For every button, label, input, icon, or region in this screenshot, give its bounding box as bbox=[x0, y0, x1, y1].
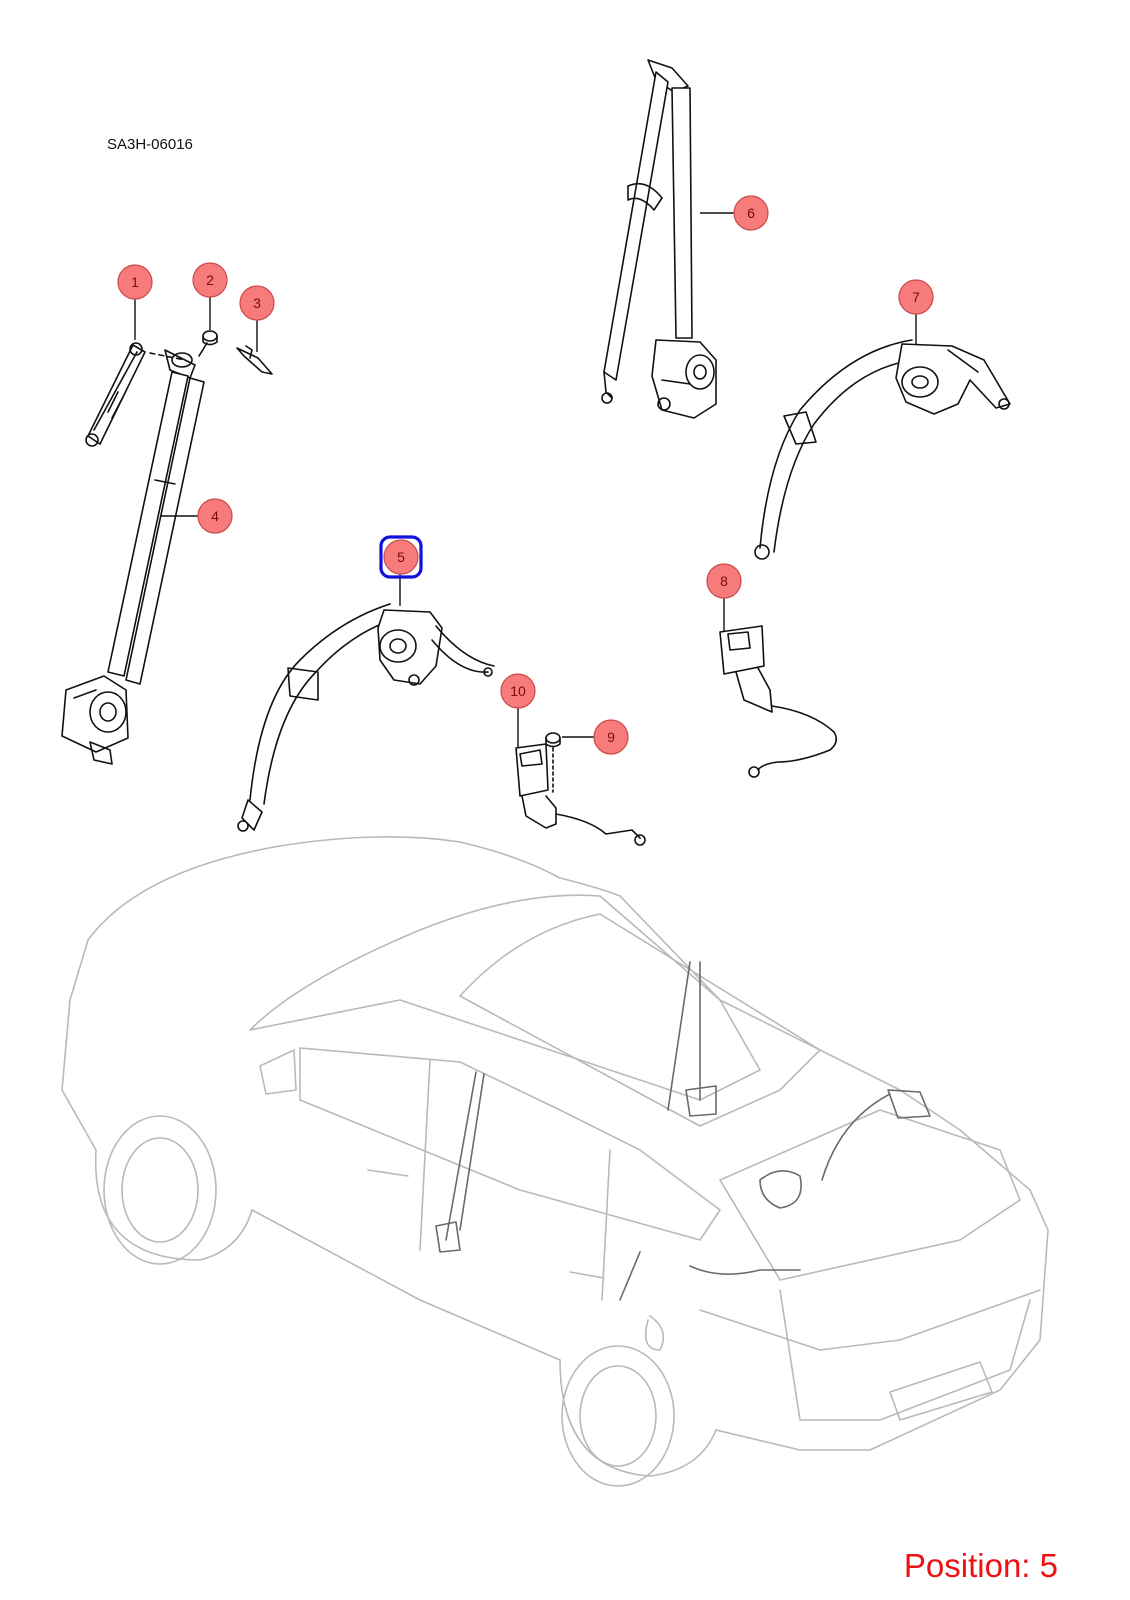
callout-10-number: 10 bbox=[510, 683, 526, 699]
callout-8-number: 8 bbox=[720, 573, 728, 589]
callout-6-circle bbox=[733, 195, 769, 231]
callout-3[interactable]: 3 bbox=[239, 285, 275, 321]
callout-2-number: 2 bbox=[206, 272, 214, 288]
part-front-left-belt-assembly bbox=[61, 342, 205, 765]
diagram-reference-code: SA3H-06016 bbox=[107, 136, 193, 153]
vehicle-overview-illustration bbox=[61, 836, 1049, 1487]
callout-9[interactable]: 9 bbox=[593, 719, 629, 755]
position-label: Position: bbox=[903, 1547, 1031, 1584]
position-value: 5 bbox=[1039, 1547, 1058, 1584]
callout-3-circle bbox=[239, 285, 275, 321]
callout-1-circle bbox=[117, 264, 153, 300]
callout-10-circle bbox=[500, 673, 536, 709]
callout-5-circle bbox=[383, 539, 419, 575]
callout-2[interactable]: 2 bbox=[192, 262, 228, 298]
callout-9-circle bbox=[593, 719, 629, 755]
callout-4[interactable]: 4 bbox=[197, 498, 233, 534]
callout-3-number: 3 bbox=[253, 295, 261, 311]
part-rear-center-belt-assembly bbox=[237, 603, 495, 832]
part-center-buckle bbox=[515, 743, 646, 846]
callout-6-number: 6 bbox=[747, 205, 755, 221]
part-buckle-with-harness bbox=[719, 625, 838, 778]
callout-8[interactable]: 8 bbox=[706, 563, 742, 599]
callout-4-circle bbox=[197, 498, 233, 534]
callout-leader-lines bbox=[134, 212, 917, 748]
callout-8-circle bbox=[706, 563, 742, 599]
callout-2-circle bbox=[192, 262, 228, 298]
callout-4-number: 4 bbox=[211, 508, 219, 524]
callout-7-circle bbox=[898, 279, 934, 315]
callout-7-number: 7 bbox=[912, 289, 920, 305]
callout-7[interactable]: 7 bbox=[898, 279, 934, 315]
part-anchor-bolt bbox=[198, 330, 218, 357]
part-rear-right-belt-assembly bbox=[754, 339, 1011, 560]
callout-6[interactable]: 6 bbox=[733, 195, 769, 231]
callout-5-number: 5 bbox=[397, 549, 405, 565]
part-cover-clip bbox=[236, 345, 273, 375]
callout-1-number: 1 bbox=[131, 274, 139, 290]
callout-1[interactable]: 1 bbox=[117, 264, 153, 300]
part-front-right-belt-assembly bbox=[601, 59, 717, 419]
callout-9-number: 9 bbox=[607, 729, 615, 745]
callout-10[interactable]: 10 bbox=[500, 673, 536, 709]
callout-5-selection-outline bbox=[379, 535, 423, 579]
callout-5[interactable]: 5 bbox=[379, 535, 423, 579]
selected-position-readout: Position: 5 bbox=[904, 1547, 1058, 1585]
